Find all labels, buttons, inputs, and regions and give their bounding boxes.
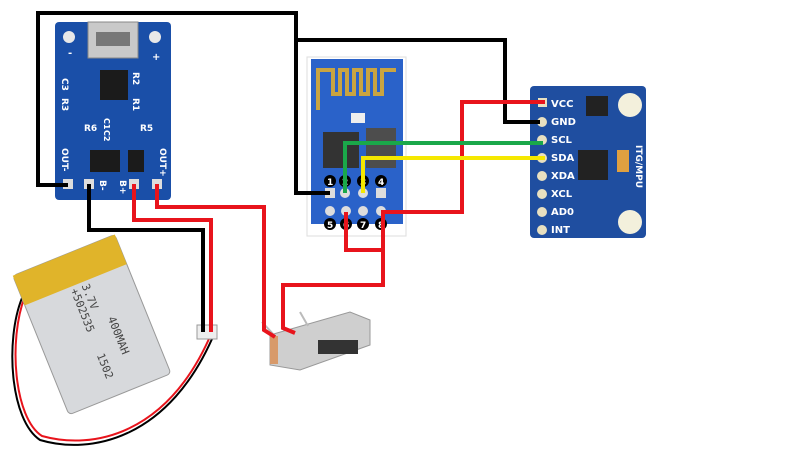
pin-number-4: 4	[378, 178, 384, 188]
label-r5: R5	[140, 124, 153, 134]
esp-chip	[323, 132, 359, 168]
mpu-pins	[537, 98, 547, 235]
esp-module: 1 2 3 4 5 6 7 8	[306, 56, 407, 237]
antenna-trace	[316, 68, 396, 110]
charger-ic	[100, 70, 128, 100]
pin-label-ad0: AD0	[551, 207, 574, 218]
wire-esp-gnd-black	[294, 40, 330, 195]
pin-label-gnd: GND	[551, 117, 576, 128]
wire-out-plus-switch	[155, 184, 277, 339]
battery: +502535 1502 3.7V 400MAH	[11, 234, 218, 446]
slide-switch	[261, 311, 371, 371]
wires	[36, 11, 545, 339]
label-r2: R2	[130, 72, 140, 85]
wire-scl-green	[343, 141, 543, 193]
pin-number-5: 5	[327, 221, 333, 231]
pin-label-int: INT	[551, 225, 570, 236]
wire-esp-pin6-red	[344, 212, 383, 252]
pin-label-xcl: XCL	[551, 189, 573, 200]
pin-number-1: 1	[327, 178, 333, 188]
label-b-plus: B+	[117, 180, 127, 194]
label-out-minus: OUT-	[59, 148, 69, 172]
label-c2: C2	[102, 130, 111, 141]
label-r3: R3	[59, 98, 69, 111]
label-r1: R1	[130, 98, 140, 111]
charger-board: C3 R3 R2 R1 R6 R5 C1 C2 - + OUT- OUT+ B-…	[55, 21, 171, 200]
switch-lever	[318, 340, 358, 354]
label-out-plus: OUT+	[157, 148, 167, 177]
wire-gnd-black	[36, 11, 540, 187]
pin-label-vcc: VCC	[551, 99, 573, 110]
pin-label-scl: SCL	[551, 135, 573, 146]
mpu-board: ITG/MPU VCC GND SCL SDA XDA XCL AD0 INT	[530, 86, 646, 238]
wire-battery-plus	[132, 184, 213, 332]
wire-battery-minus	[87, 184, 205, 332]
label-minus: -	[68, 48, 72, 59]
label-plus: +	[152, 52, 160, 63]
pin-label-sda: SDA	[551, 153, 575, 164]
label-c3: C3	[59, 78, 69, 91]
mpu-title: ITG/MPU	[633, 145, 643, 188]
label-r6: R6	[84, 124, 97, 134]
mpu-chip	[578, 150, 608, 180]
pin-label-xda: XDA	[551, 171, 575, 182]
label-b-minus: B-	[97, 180, 107, 191]
label-c1: C1	[102, 118, 111, 130]
wire-sda-yellow	[361, 156, 545, 193]
battery-connector	[196, 324, 218, 340]
pin-number-7: 7	[360, 221, 366, 231]
